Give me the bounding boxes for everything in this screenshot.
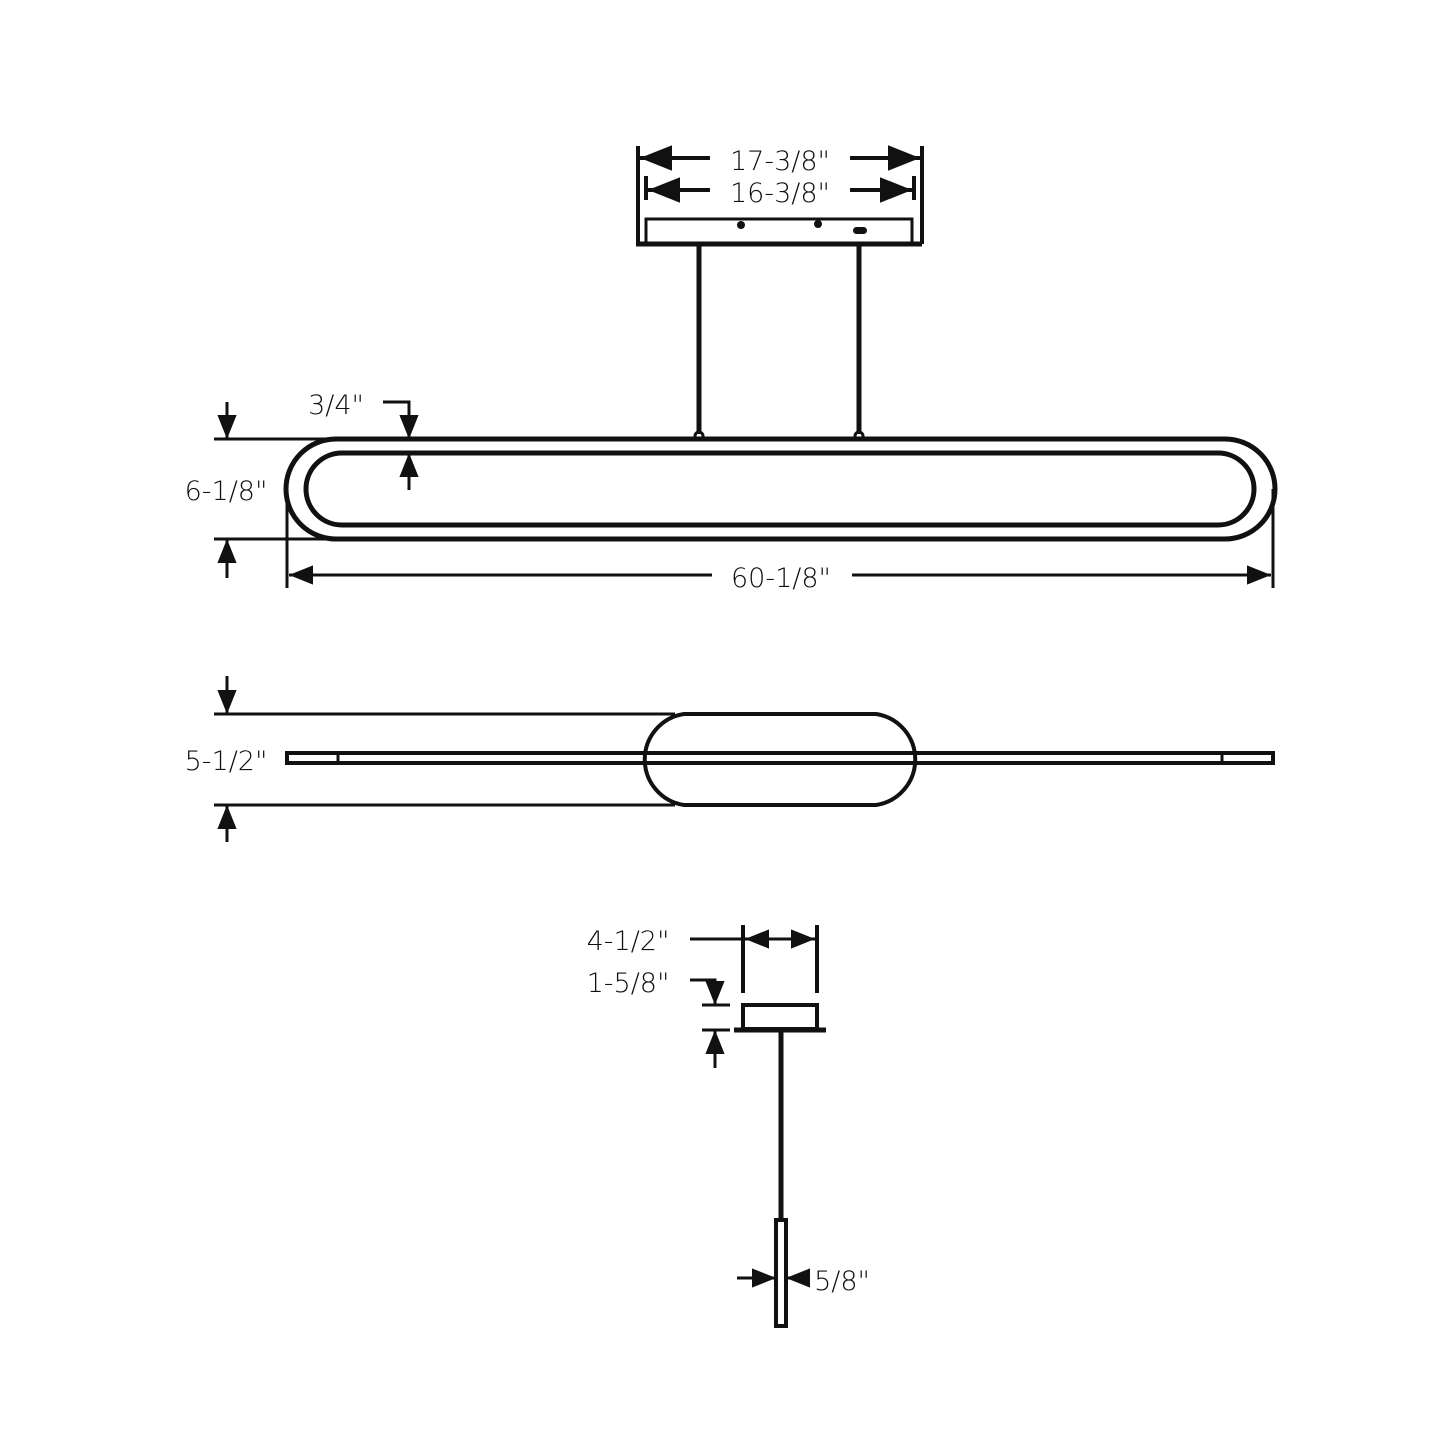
side-height-leader xyxy=(690,978,725,1005)
canopy-screw-right xyxy=(814,220,822,228)
top-ring-bar xyxy=(285,751,1275,765)
top-canopy-outline xyxy=(642,712,918,807)
label-side-canopy-width: 4-1/2" xyxy=(587,926,670,957)
ring-inner-outline xyxy=(303,450,1257,528)
side-view xyxy=(690,925,826,1328)
label-canopy-overall-width: 17-3/8" xyxy=(730,146,830,177)
side-canopy-body xyxy=(741,1003,819,1031)
label-canopy-depth: 5-1/2" xyxy=(185,746,268,777)
wall-thickness-leader xyxy=(383,400,419,439)
label-canopy-inner-width: 16-3/8" xyxy=(730,178,830,209)
label-fixture-height: 6-1/8" xyxy=(185,476,268,507)
label-ring-wall-thickness: 3/4" xyxy=(308,390,364,421)
side-ring-profile xyxy=(774,1218,788,1328)
canopy-screw-left xyxy=(737,221,745,229)
ring-outer-outline xyxy=(283,436,1278,542)
front-view xyxy=(214,145,1278,588)
label-fixture-length: 60-1/8" xyxy=(731,563,831,594)
canopy-body xyxy=(644,217,914,245)
canopy-indicator xyxy=(853,227,867,234)
label-side-canopy-height: 1-5/8" xyxy=(587,968,670,999)
label-ring-profile-width: 5/8" xyxy=(814,1266,870,1297)
top-view xyxy=(214,676,1275,842)
